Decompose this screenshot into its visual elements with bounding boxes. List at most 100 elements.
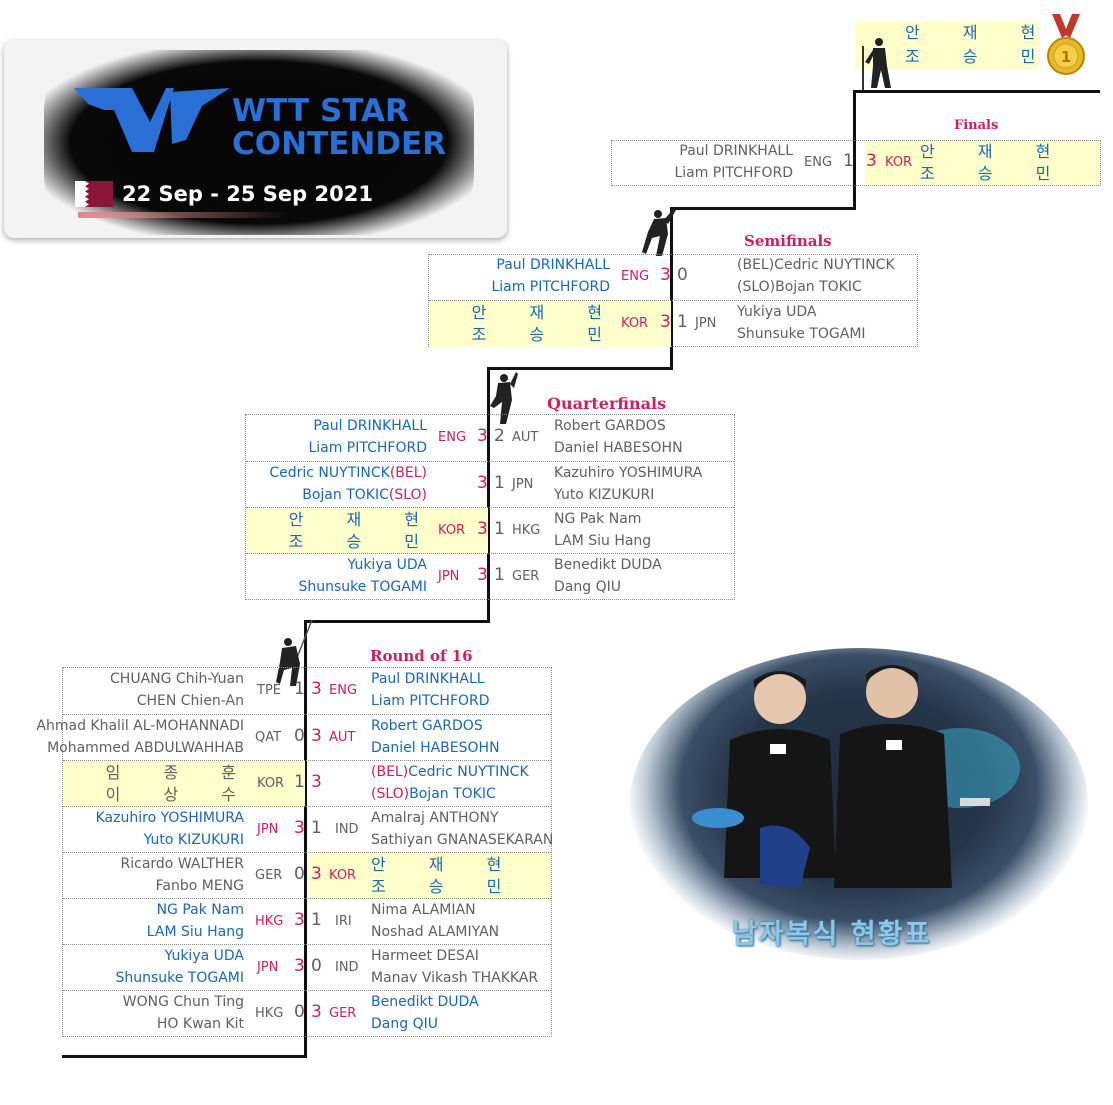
r16-match: WONG Chun Ting HO Kwan Kit HKG 0 3 GER B… xyxy=(63,990,551,1037)
country-code: GER xyxy=(329,1006,357,1021)
player-name: Liam PITCHFORD xyxy=(371,693,490,709)
quarterfinal-match: Paul DRINKHALL Liam PITCHFORD ENG 3 2 AU… xyxy=(246,415,734,461)
country-code: HKG xyxy=(255,914,284,929)
country-code: KOR xyxy=(438,523,466,538)
quarterfinal-match: Yukiya UDA Shunsuke TOGAMI JPN 3 1 GER B… xyxy=(246,553,734,600)
climber-icon xyxy=(862,38,891,90)
player-name: Kazuhiro YOSHIMURA xyxy=(95,810,244,826)
final-right-code: KOR xyxy=(885,155,913,170)
country-code: AUT xyxy=(329,730,356,745)
stair-line xyxy=(306,620,490,623)
player-name: Noshad ALAMIYAN xyxy=(371,924,500,940)
final-left-score: 1 xyxy=(843,151,854,171)
score: 3 xyxy=(311,1002,322,1022)
country-code: JPN xyxy=(695,316,717,331)
player-name: Robert GARDOS xyxy=(371,718,483,734)
event-logo-card: WTT STAR CONTENDER 22 Sep - 25 Sep 2021 xyxy=(4,40,507,238)
player-name: Liam PITCHFORD xyxy=(308,440,427,456)
wtt-logo-icon xyxy=(74,88,230,152)
player-name: (BEL)Cedric NUYTINCK xyxy=(371,761,529,784)
player-name: Shunsuke TOGAMI xyxy=(115,970,244,986)
player-name: Yukiya UDA xyxy=(737,304,817,320)
player-name: LAM Siu Hang xyxy=(554,533,652,549)
player-name-text: Cedric NUYTINCK xyxy=(269,465,390,481)
score: 3 xyxy=(660,265,671,285)
players-photo xyxy=(630,648,1088,960)
country-code: IND xyxy=(335,822,359,837)
r16-table: CHUANG Chih-Yuan CHEN Chien-An TPE 1 3 E… xyxy=(36,667,553,1037)
score: 0 xyxy=(311,956,322,976)
final-left-code: ENG xyxy=(804,155,833,170)
player-name: Dang QIU xyxy=(371,1016,438,1032)
winner-highlight xyxy=(309,853,551,899)
stair-line xyxy=(62,1055,307,1058)
r16-title: Round of 16 xyxy=(370,647,473,665)
score: 1 xyxy=(294,679,305,699)
final-right-score: 3 xyxy=(866,151,877,171)
r16-match: NG Pak Nam LAM Siu Hang HKG 3 1 IRI Nima… xyxy=(63,898,551,945)
player-name: Mohammed ABDULWAHHAB xyxy=(47,740,244,756)
country-tag: (BEL) xyxy=(389,465,427,481)
score: 2 xyxy=(494,426,505,446)
player-name: 임 종 훈 xyxy=(105,763,255,782)
country-code: KOR xyxy=(621,316,649,331)
stair-line xyxy=(489,367,673,370)
logo-underline xyxy=(78,212,288,218)
gold-medal-icon: 1 xyxy=(1047,14,1085,75)
champion-name-1: 안 재 현 xyxy=(905,23,1055,42)
semifinal-match: Paul DRINKHALL Liam PITCHFORD ENG 3 0 (B… xyxy=(429,255,917,300)
final-left-player-2: Liam PITCHFORD xyxy=(674,165,793,181)
quarterfinals-title: Quarterfinals xyxy=(547,394,667,413)
wtt-title-line2: CONTENDER xyxy=(232,126,447,162)
highlight xyxy=(63,761,305,807)
player-name: (BEL)Cedric NUYTINCK xyxy=(737,257,895,273)
player-name: Harmeet DESAI xyxy=(371,948,479,964)
score: 3 xyxy=(311,772,322,792)
player-name: LAM Siu Hang xyxy=(146,924,244,940)
quarterfinal-match: 안 재 현 조 승 민 KOR 3 1 HKG NG Pak Nam LAM S… xyxy=(246,507,734,554)
semifinals-table: Paul DRINKHALL Liam PITCHFORD ENG 3 0 (B… xyxy=(428,254,918,347)
player-name: Daniel HABESOHN xyxy=(371,740,500,756)
player-name: 조 승 민 xyxy=(288,532,438,551)
score: 3 xyxy=(294,956,305,976)
final-left-player-1: Paul DRINKHALL xyxy=(679,143,793,159)
score: 1 xyxy=(677,312,688,332)
score: 3 xyxy=(477,565,488,585)
country-code: IRI xyxy=(335,914,352,929)
score: 3 xyxy=(477,519,488,539)
stair-line xyxy=(670,207,673,370)
country-code: GER xyxy=(255,868,283,883)
climber-icon xyxy=(490,372,518,424)
country-code: QAT xyxy=(255,730,282,745)
player-name: NG Pak Nam xyxy=(554,511,642,527)
stair-line xyxy=(853,90,856,210)
score: 3 xyxy=(294,818,305,838)
player-name: Shunsuke TOGAMI xyxy=(737,326,866,342)
qatar-flag-icon xyxy=(75,181,113,207)
score: 3 xyxy=(477,426,488,446)
player-name: Dang QIU xyxy=(554,579,621,595)
player-name: Ahmad Khalil AL-MOHANNADI xyxy=(36,718,244,734)
player-name: Fanbo MENG xyxy=(155,878,244,894)
score: 0 xyxy=(294,1002,305,1022)
finals-title: Finals xyxy=(954,118,999,133)
player-name: Bojan TOKIC(SLO) xyxy=(302,484,427,507)
country-code: HKG xyxy=(255,1006,284,1021)
r16-match: Kazuhiro YOSHIMURA Yuto KIZUKURI JPN 3 1… xyxy=(63,806,553,853)
player-name: 안 재 현 xyxy=(471,303,621,322)
stair-line xyxy=(855,90,1100,93)
stair-line xyxy=(672,207,856,210)
player-name: Yuto KIZUKURI xyxy=(554,487,655,503)
logo-background xyxy=(44,50,474,235)
player-name: 이 상 수 xyxy=(105,785,255,804)
player-name: (SLO)Bojan TOKIC xyxy=(737,279,862,295)
climber-icon xyxy=(276,620,313,686)
country-code: TPE xyxy=(257,683,281,698)
player-name: Ricardo WALTHER xyxy=(120,856,244,872)
r16-match: Ricardo WALTHER Fanbo MENG GER 0 3 KOR 안… xyxy=(63,852,551,899)
stair-line xyxy=(304,620,307,1058)
player-name: Paul DRINKHALL xyxy=(496,257,610,273)
player-name: Nima ALAMIAN xyxy=(371,902,476,918)
player-name: Paul DRINKHALL xyxy=(371,671,485,687)
score: 1 xyxy=(494,565,505,585)
